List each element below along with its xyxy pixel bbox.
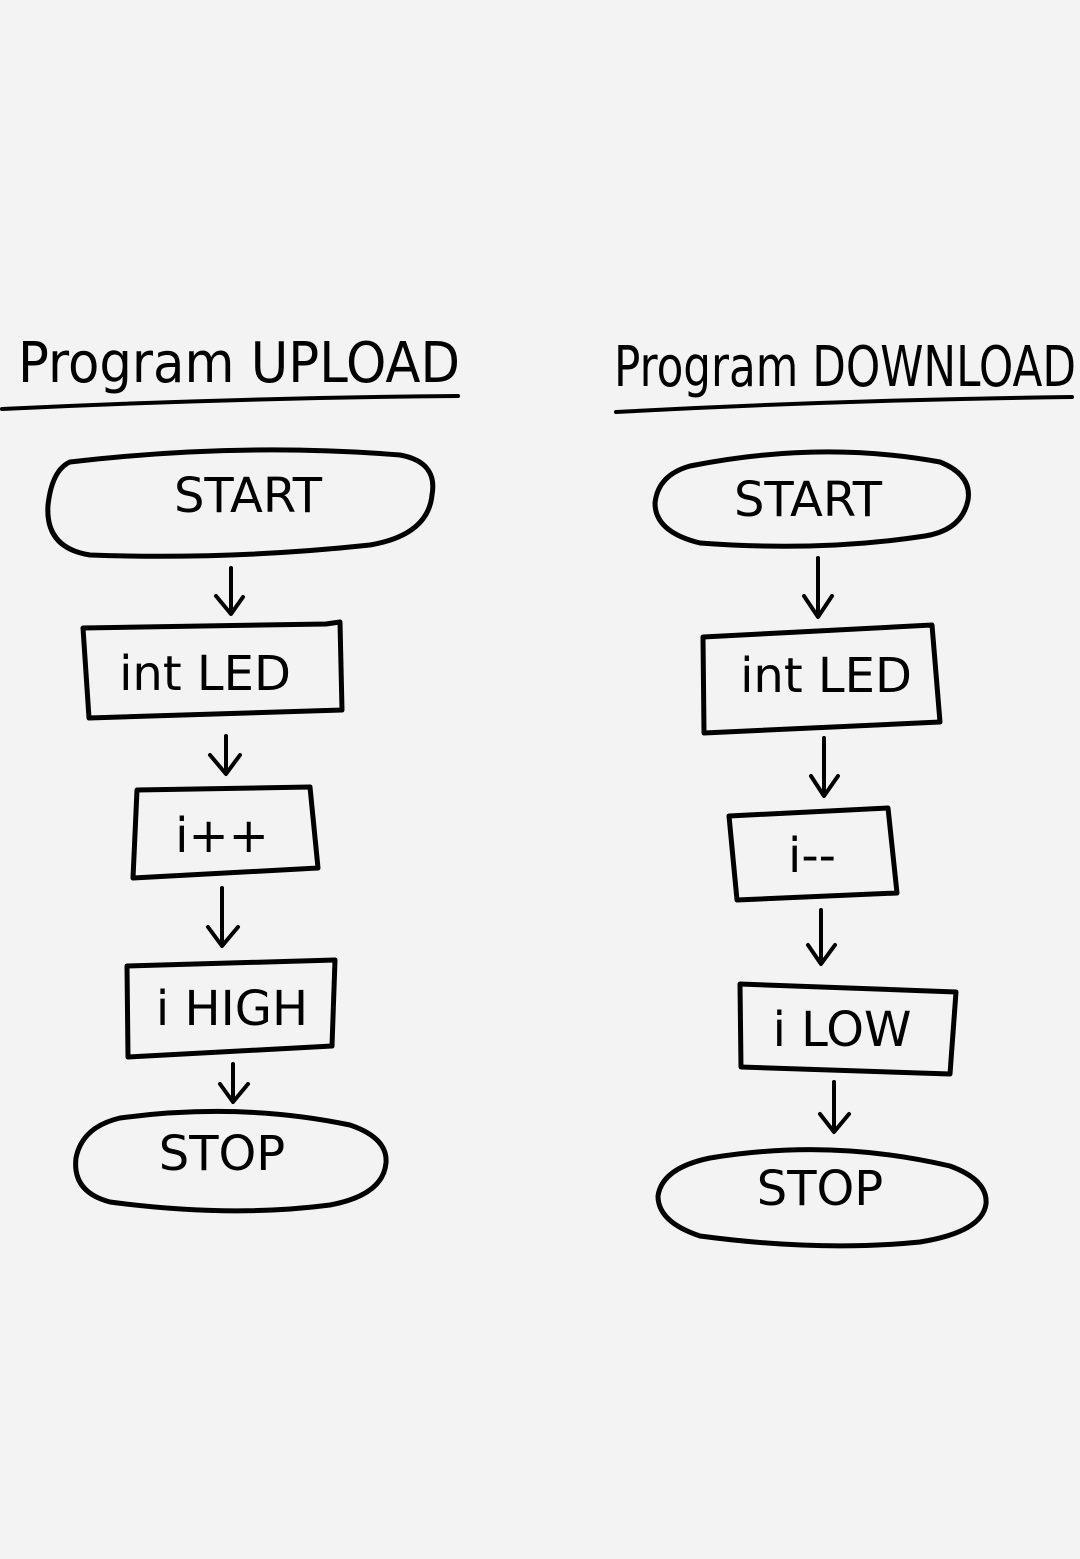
upload-int-led-process — [80, 619, 345, 721]
upload-start-label: START — [174, 468, 323, 524]
download-decrement-label: i-- — [788, 828, 836, 884]
upload-arrow-2 — [208, 734, 242, 776]
download-arrow-2 — [809, 736, 840, 798]
upload-title-underline — [0, 394, 460, 411]
upload-arrow-3 — [206, 886, 240, 948]
upload-high-process — [124, 957, 338, 1060]
download-arrow-4 — [818, 1080, 851, 1134]
upload-arrow-1 — [214, 566, 245, 616]
download-title-underline — [614, 395, 1074, 414]
download-arrow-3 — [806, 908, 837, 966]
download-start-label: START — [734, 472, 883, 528]
download-stop-label: STOP — [757, 1161, 884, 1217]
upload-start-terminal — [45, 447, 436, 559]
download-decrement-process — [726, 805, 900, 903]
upload-increment-label: i++ — [175, 808, 269, 864]
upload-int-led-label: int LED — [119, 646, 291, 702]
download-title: Program DOWNLOAD — [614, 335, 1076, 400]
upload-high-label: i HIGH — [156, 981, 308, 1037]
upload-increment-process — [130, 784, 321, 881]
download-flowchart: Program DOWNLOAD START int LED i-- i LOW — [614, 335, 1076, 1249]
download-int-led-label: int LED — [740, 648, 912, 704]
download-stop-terminal — [655, 1147, 989, 1249]
upload-stop-terminal — [73, 1108, 389, 1214]
download-int-led-process — [700, 622, 943, 736]
upload-title: Program UPLOAD — [18, 331, 460, 396]
download-arrow-1 — [802, 556, 834, 619]
download-low-label: i LOW — [773, 1002, 912, 1058]
upload-arrow-4 — [218, 1062, 250, 1104]
upload-flowchart: Program UPLOAD START int LED i++ i HIGH — [0, 331, 460, 1214]
upload-stop-label: STOP — [159, 1126, 286, 1182]
download-low-process — [737, 981, 959, 1077]
download-start-terminal — [652, 449, 971, 549]
